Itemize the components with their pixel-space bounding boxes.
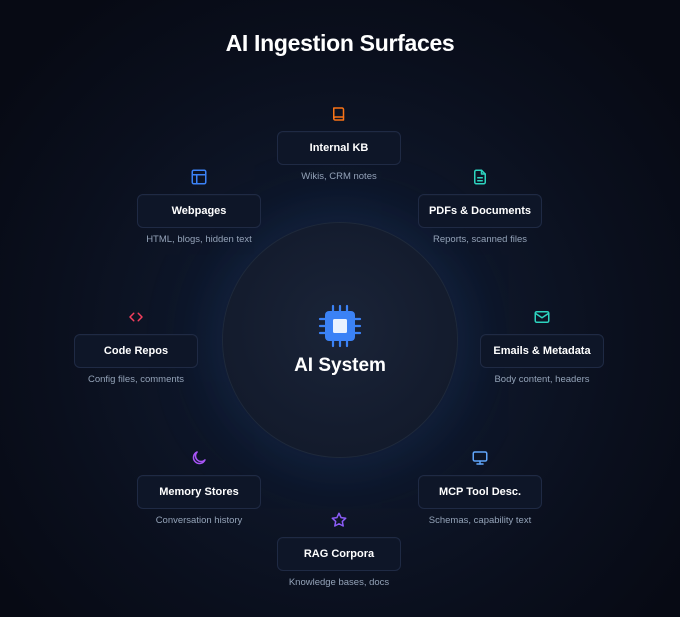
node-emails-metadata: Emails & Metadata Body content, headers xyxy=(480,308,604,385)
mail-icon xyxy=(534,311,550,323)
node-rag-corpora: RAG Corpora Knowledge bases, docs xyxy=(277,511,401,588)
moon-icon xyxy=(192,451,206,465)
node-code-repos: Code Repos Config files, comments xyxy=(74,308,198,385)
node-caption: Wikis, CRM notes xyxy=(301,171,377,182)
node-label: Code Repos xyxy=(74,334,198,368)
node-caption: Config files, comments xyxy=(87,374,185,385)
node-caption: Schemas, capability text xyxy=(428,515,532,526)
document-icon xyxy=(474,169,486,185)
node-label: Internal KB xyxy=(277,131,401,165)
node-caption: HTML, blogs, hidden text xyxy=(146,234,252,245)
layout-icon xyxy=(191,169,207,185)
node-caption: Knowledge bases, docs xyxy=(288,577,390,588)
node-pdfs-documents: PDFs & Documents Reports, scanned files xyxy=(418,168,542,245)
node-mcp-tool-desc: MCP Tool Desc. Schemas, capability text xyxy=(418,449,542,526)
diagram-title: AI Ingestion Surfaces xyxy=(225,30,455,56)
node-memory-stores: Memory Stores Conversation history xyxy=(137,449,261,526)
node-label: MCP Tool Desc. xyxy=(418,475,542,509)
node-label: PDFs & Documents xyxy=(418,194,542,228)
node-webpages: Webpages HTML, blogs, hidden text xyxy=(137,168,261,245)
node-caption: Reports, scanned files xyxy=(433,234,527,245)
node-caption: Body content, headers xyxy=(494,374,590,385)
code-icon xyxy=(129,312,143,322)
node-caption: Conversation history xyxy=(155,515,243,526)
node-label: Memory Stores xyxy=(137,475,261,509)
node-label: Emails & Metadata xyxy=(480,334,604,368)
cpu-chip-icon xyxy=(318,304,362,348)
center-node: AI System xyxy=(222,222,458,458)
node-label: Webpages xyxy=(137,194,261,228)
node-internal-kb: Internal KB Wikis, CRM notes xyxy=(277,105,401,182)
star-icon xyxy=(331,512,347,527)
monitor-icon xyxy=(472,451,488,465)
node-label: RAG Corpora xyxy=(277,537,401,571)
center-label: AI System xyxy=(294,355,386,376)
book-icon xyxy=(333,107,345,121)
